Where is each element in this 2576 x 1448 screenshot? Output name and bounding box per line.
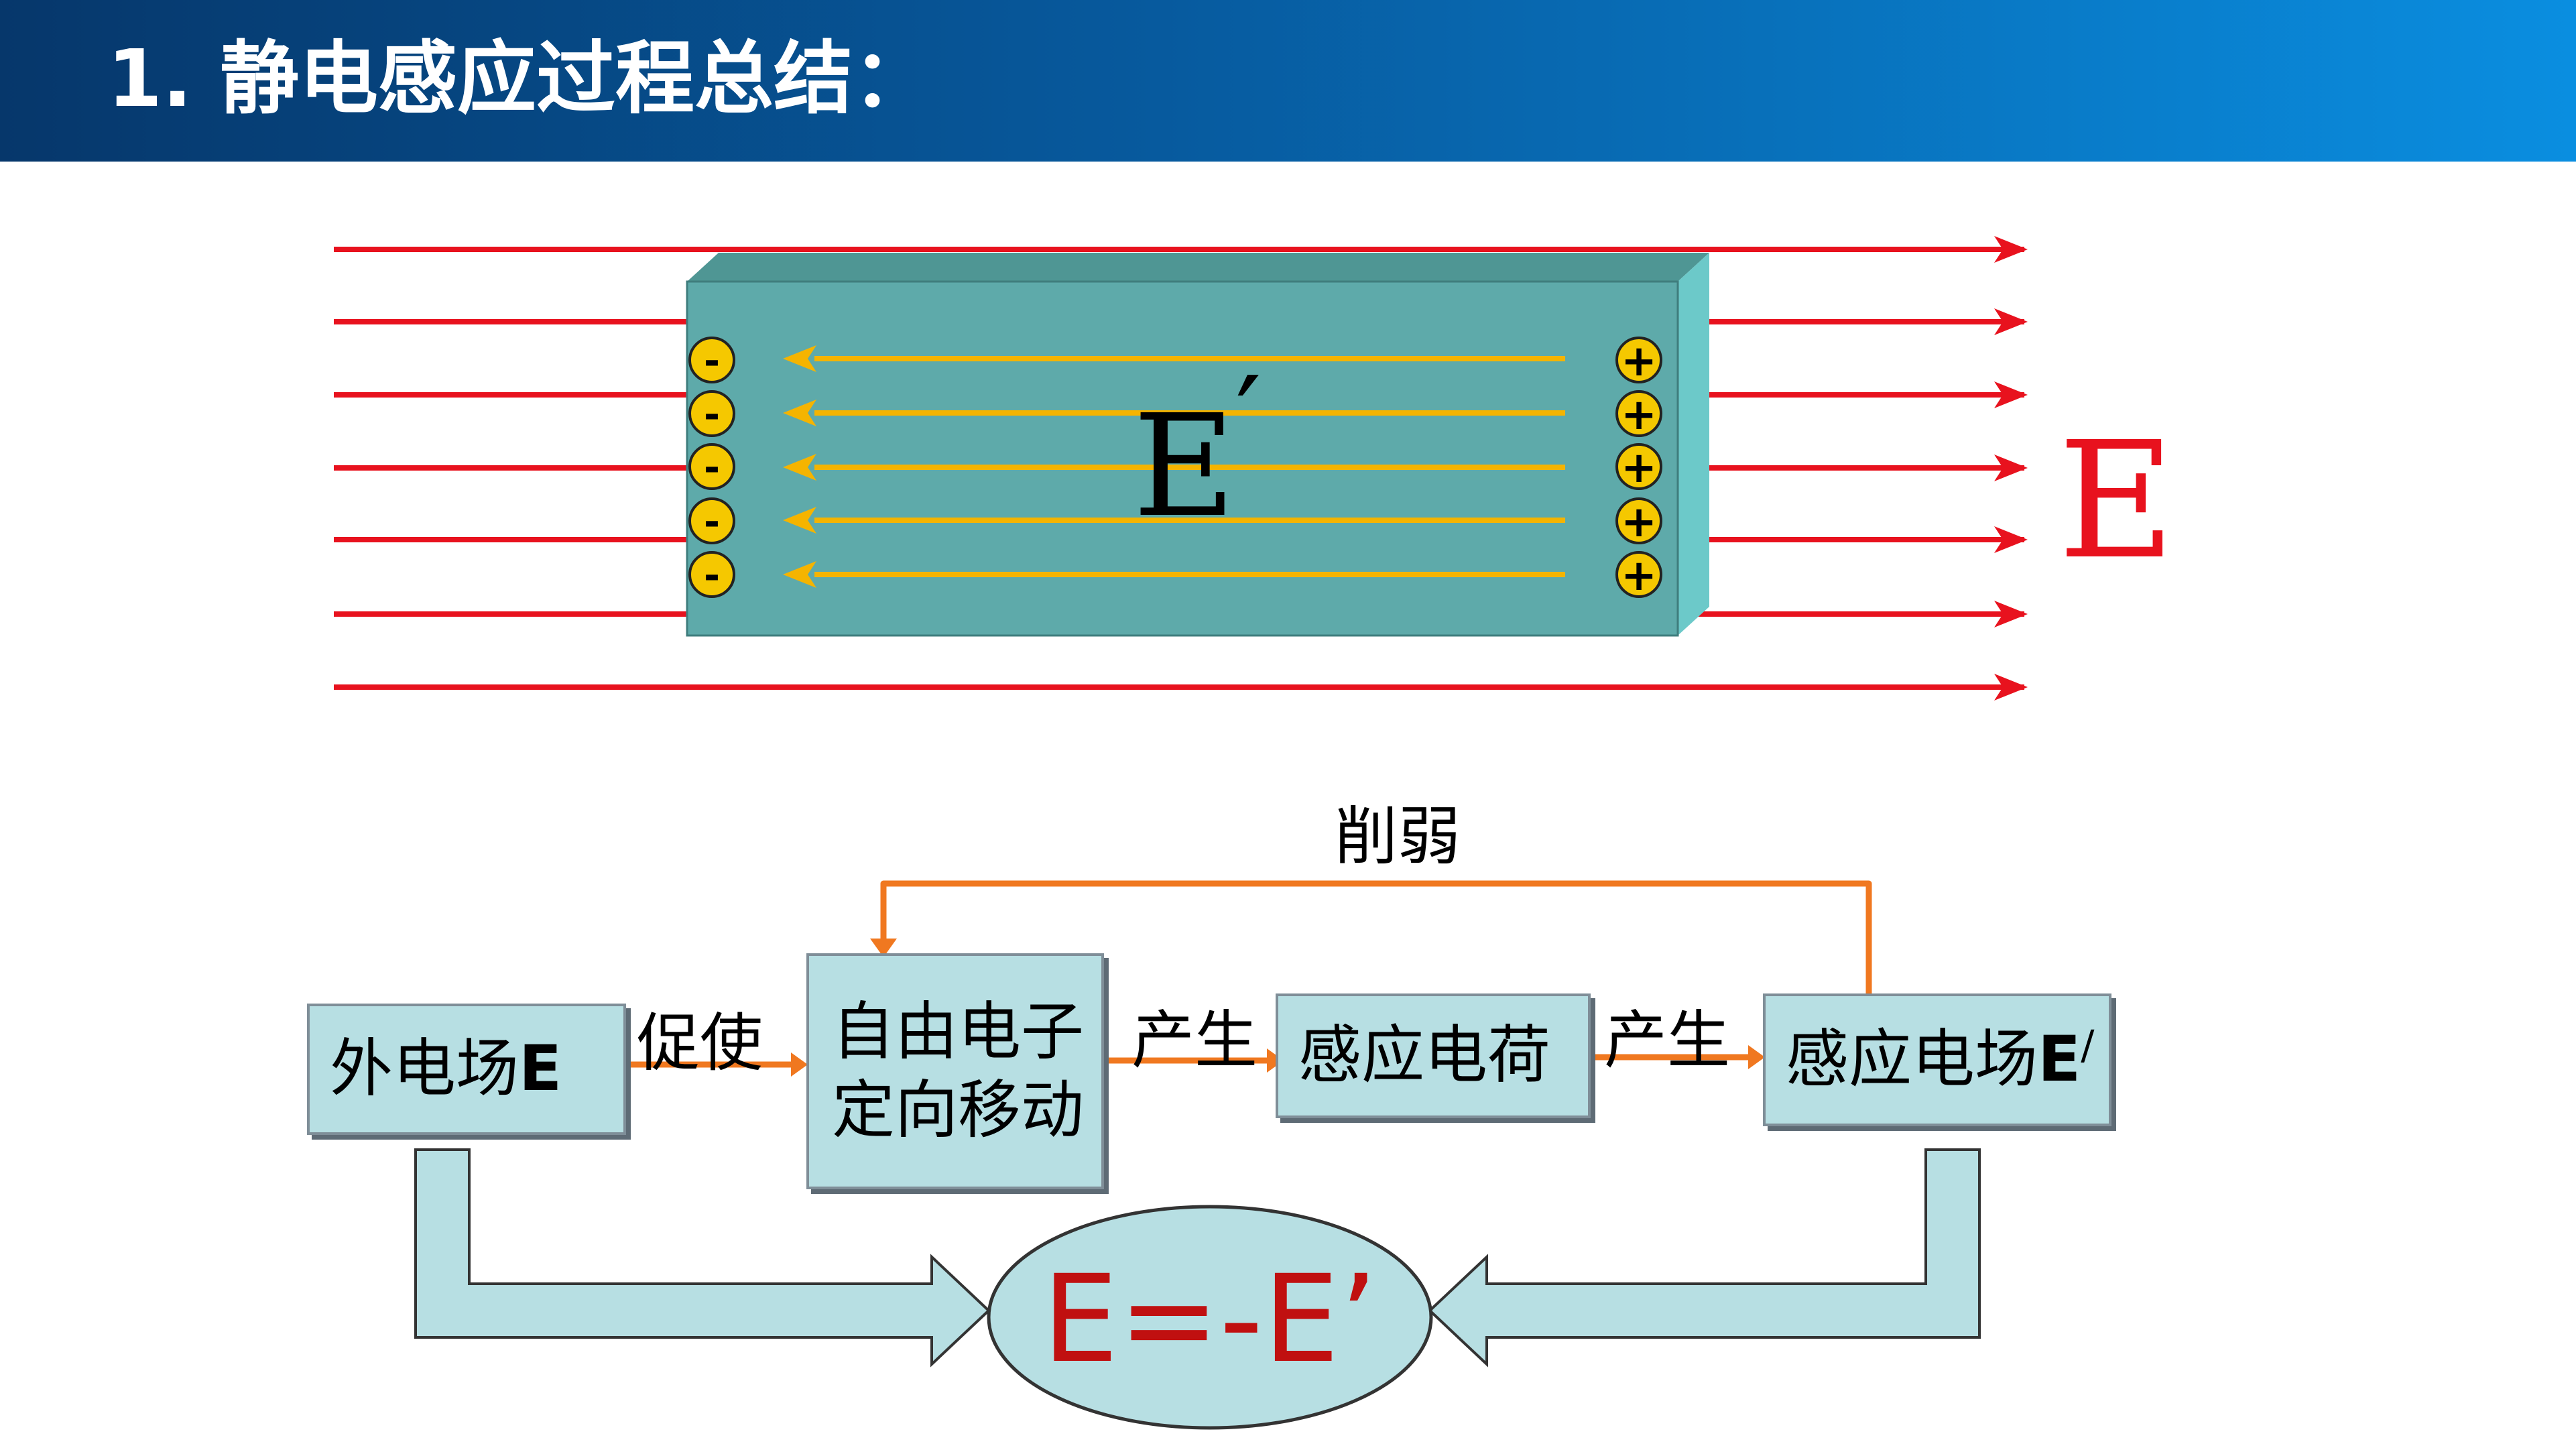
- positive-charges: + + + + +: [1615, 337, 1662, 601]
- box-induced-field-label: 感应电场: [1786, 1023, 2038, 1097]
- negative-charge: [688, 337, 735, 383]
- flow-arrow-1-head: [791, 1052, 808, 1077]
- external-field-arrowhead: [1994, 674, 2028, 701]
- positive-charge-sign: +: [1621, 551, 1657, 601]
- positive-charge: [1615, 390, 1662, 437]
- box-external-field-symbol: E: [519, 1032, 562, 1106]
- box-induced-field-text: 感应电场E/: [1786, 1020, 2109, 1099]
- negative-charge-sign: -: [704, 499, 720, 544]
- positive-charge: [1615, 337, 1662, 383]
- negative-charge-sign: -: [704, 338, 720, 383]
- induced-field-label-base: E: [1133, 384, 1235, 548]
- negative-charge: [688, 551, 735, 598]
- feedback-arrowhead: [870, 939, 897, 957]
- result-equation: E=-E’: [1042, 1250, 1377, 1390]
- external-field-arrowhead: [1994, 601, 2028, 627]
- right-block-arrow: [1428, 1148, 1981, 1368]
- box-free-electrons: 自由电子 定向移动: [806, 953, 1104, 1189]
- negative-charge-sign: -: [704, 552, 720, 598]
- flow-arrow-2-head: [1267, 1048, 1284, 1073]
- induced-field-arrowhead: [783, 507, 816, 534]
- box-induced-charge-label: 感应电荷: [1298, 1019, 1551, 1093]
- box-free-electrons-line2: 定向移动: [832, 1074, 1085, 1147]
- induced-field-arrowhead: [783, 454, 816, 481]
- induced-field-arrowhead: [783, 561, 816, 588]
- induced-field-label: E′: [1133, 353, 1262, 548]
- external-field-arrowhead: [1994, 455, 2028, 481]
- box-induced-charge: 感应电荷: [1276, 993, 1591, 1118]
- positive-charge: [1615, 443, 1662, 490]
- positive-charge-sign: +: [1621, 390, 1657, 440]
- negative-charge-sign: -: [704, 391, 720, 437]
- external-field-arrowhead: [1994, 381, 2028, 408]
- negative-charge: [688, 497, 735, 544]
- slab-side-face: [1678, 253, 1709, 636]
- box-external-field-label: 外电场: [330, 1032, 519, 1106]
- arrow-label-produce-1: 产生: [1131, 1004, 1258, 1077]
- box-induced-field-prime: /: [2081, 1022, 2095, 1069]
- box-free-electrons-line1: 自由电子: [832, 995, 1085, 1069]
- induced-field-lines: [783, 345, 1565, 588]
- positive-charge-sign: +: [1621, 443, 1657, 493]
- flow-arrow-3-head: [1748, 1045, 1765, 1069]
- slab-top-face: [687, 253, 1709, 282]
- left-block-arrow: [414, 1148, 991, 1368]
- external-field-arrowhead: [1994, 308, 2028, 335]
- box-induced-field: 感应电场E/: [1763, 993, 2111, 1126]
- negative-charges: - - - - -: [688, 337, 735, 598]
- external-field-arrowhead: [1994, 526, 2028, 553]
- external-field-label: E: [2058, 407, 2175, 595]
- positive-charge: [1615, 551, 1662, 598]
- arrow-label-produce-2: 产生: [1604, 1004, 1731, 1077]
- positive-charge-sign: +: [1621, 337, 1657, 386]
- external-field-arrowhead: [1994, 236, 2028, 263]
- induced-field-arrowhead: [783, 400, 816, 426]
- slide-title: 1. 静电感应过程总结：: [107, 32, 932, 125]
- box-induced-field-symbol: E: [2038, 1023, 2081, 1097]
- negative-charge-sign: -: [704, 444, 720, 490]
- positive-charge: [1615, 497, 1662, 544]
- box-external-field: 外电场E: [307, 1004, 626, 1135]
- arrow-label-promote: 促使: [637, 1007, 763, 1080]
- negative-charge: [688, 443, 735, 490]
- feedback-label: 削弱: [1335, 800, 1461, 873]
- induced-field-arrowhead: [783, 345, 816, 372]
- result-ellipse: [987, 1205, 1433, 1430]
- title-bar: 1. 静电感应过程总结：: [0, 0, 2576, 162]
- induced-field-label-prime: ′: [1235, 353, 1262, 485]
- positive-charge-sign: +: [1621, 497, 1657, 547]
- negative-charge: [688, 390, 735, 437]
- feedback-arrow: [880, 880, 1872, 996]
- box-external-field-text: 外电场E: [330, 1030, 623, 1109]
